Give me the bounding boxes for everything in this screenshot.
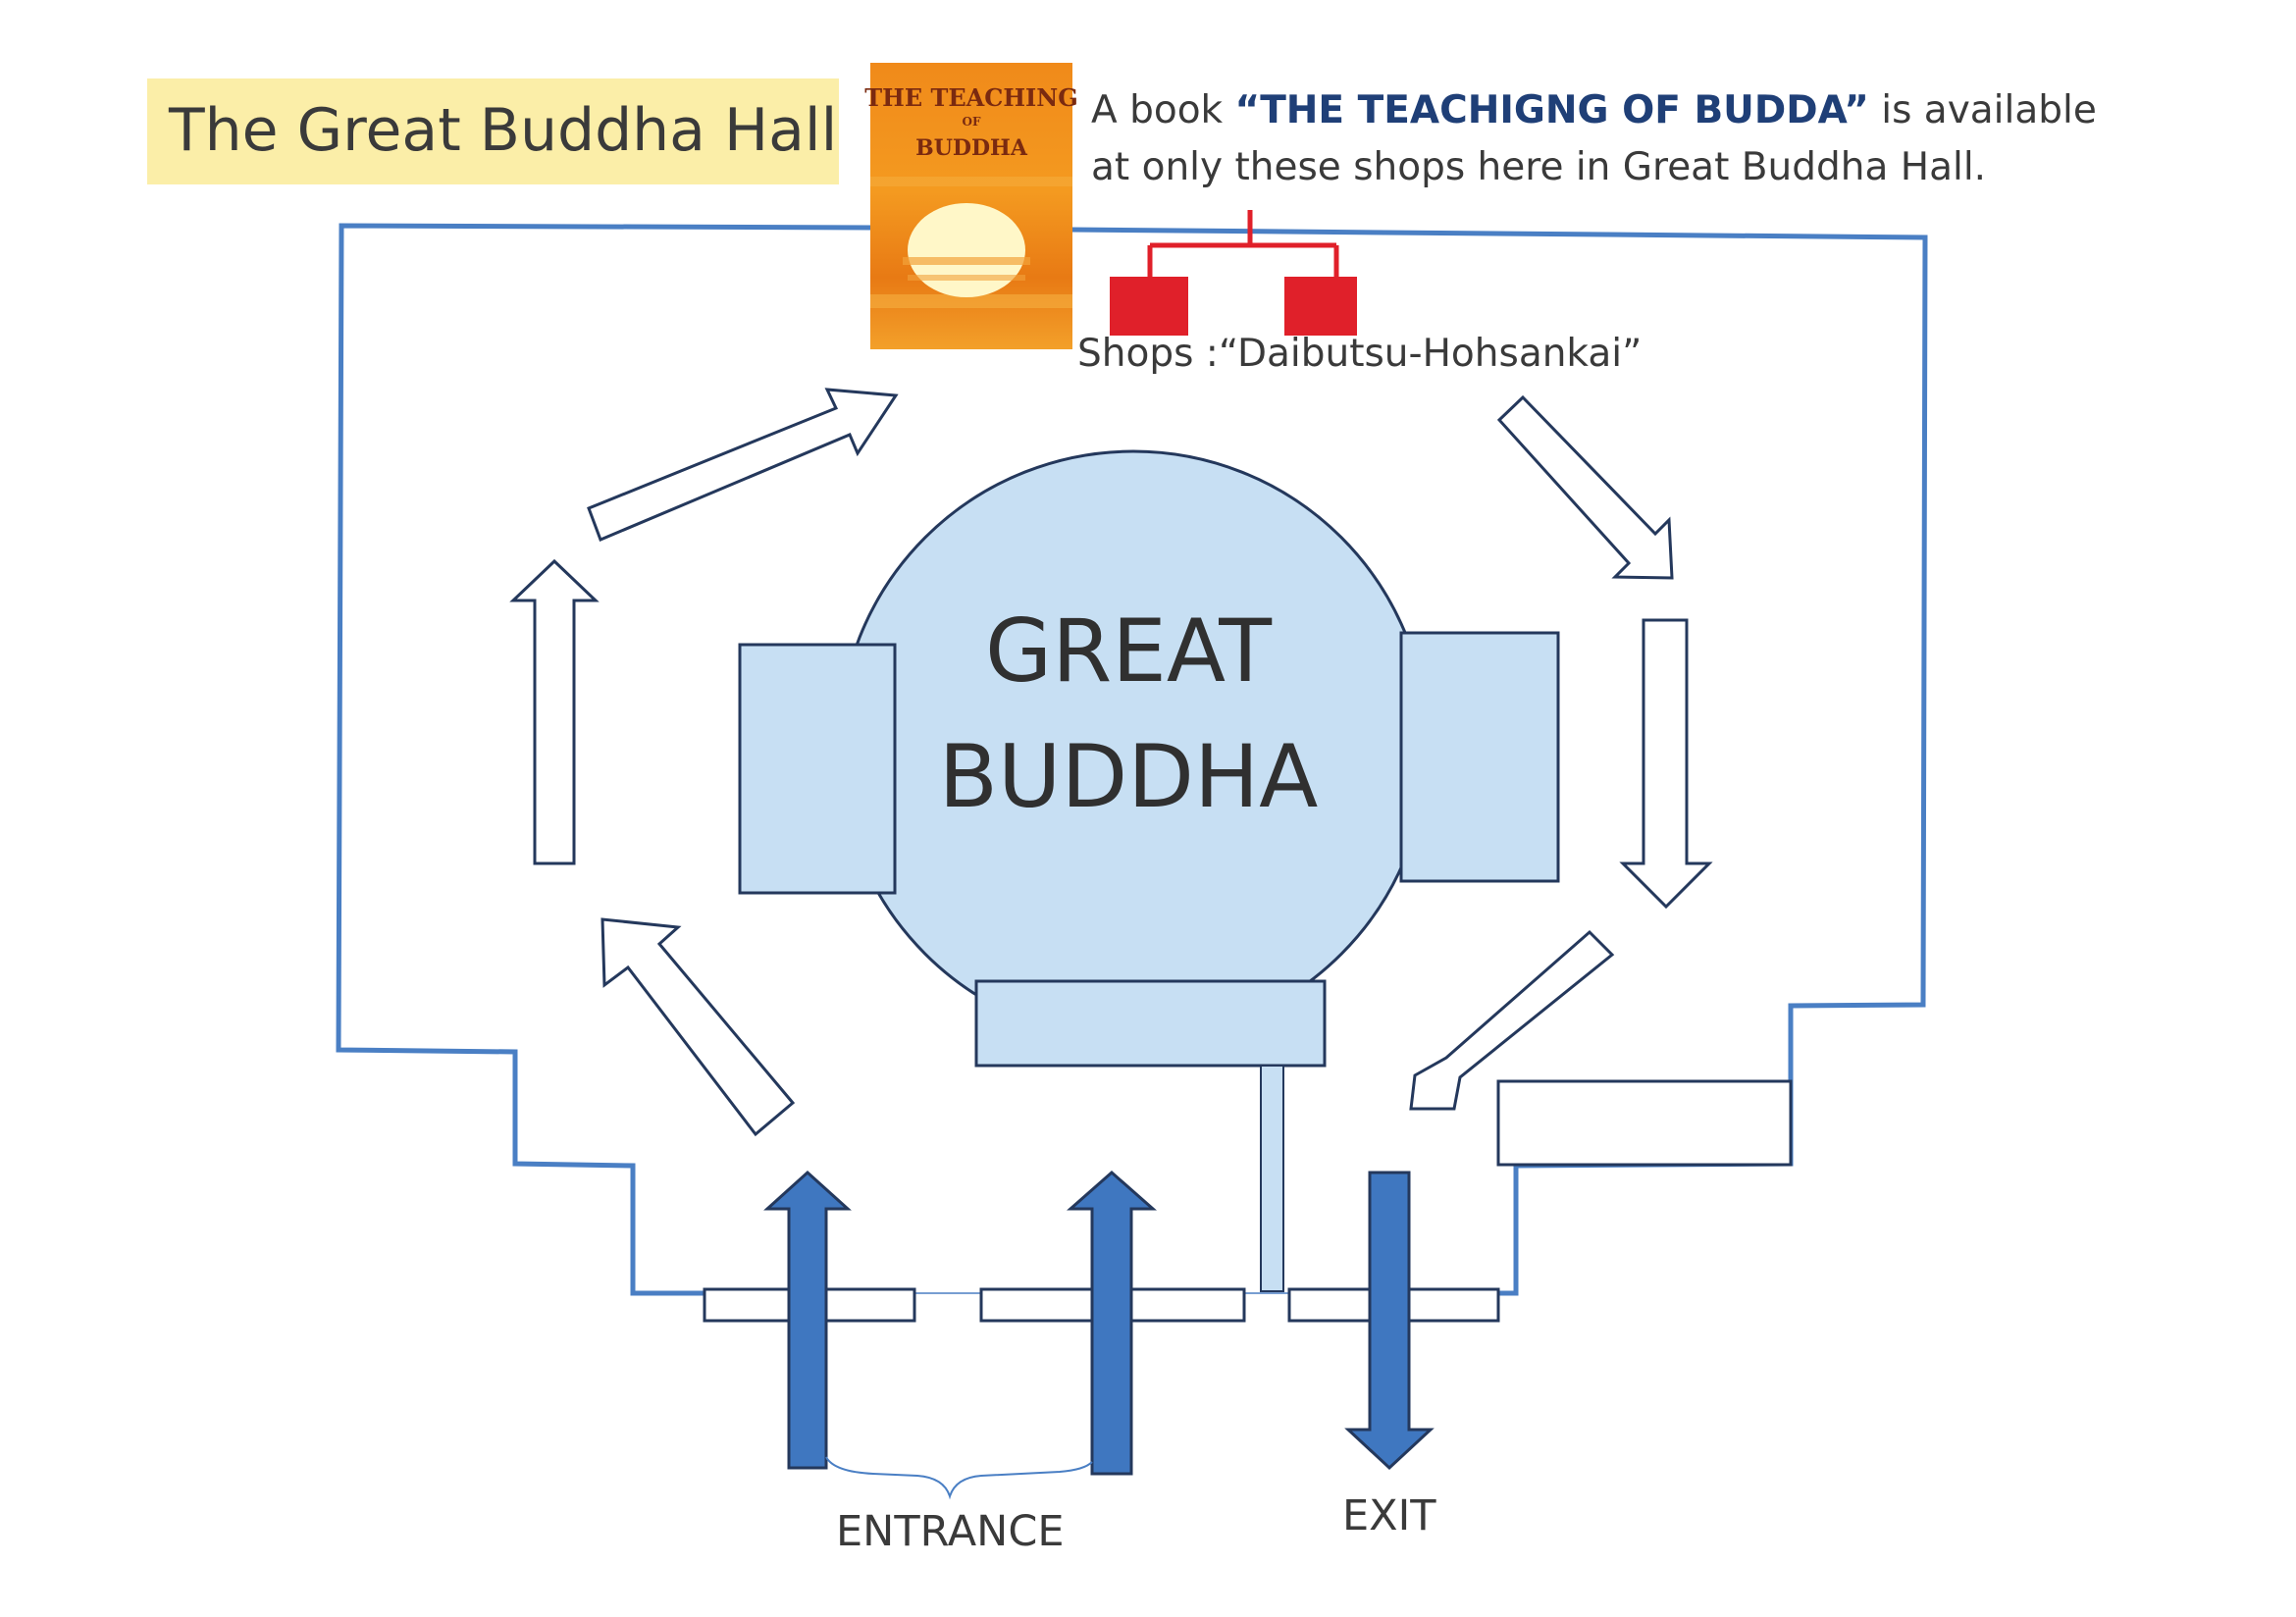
- left-side-block: [738, 643, 897, 895]
- note-line-2: at only these shops here in Great Buddha…: [1091, 145, 1987, 189]
- book-cover-title-line3: BUDDHA: [915, 135, 1028, 161]
- flow-arrow-down: [1619, 618, 1713, 910]
- shops-connector: [1147, 210, 1339, 281]
- book-name: THE TEACHIGNG OF BUDDA: [1260, 88, 1845, 132]
- book-availability-note: A book “THE TEACHIGNG OF BUDDA” is avail…: [1091, 82, 2097, 196]
- shop-left: [1110, 277, 1188, 336]
- book-cover-title-line2: OF: [963, 115, 981, 129]
- great-buddha-label-line1: GREAT: [984, 600, 1273, 702]
- flow-arrow-up-left: [509, 558, 600, 865]
- entrance-brace: [825, 1456, 1093, 1500]
- shops-label: Shops :“Daibutsu-Hohsankai”: [1077, 332, 1643, 376]
- entrance-arrow-left: [763, 1170, 852, 1470]
- hall-wall: [336, 223, 874, 1296]
- flow-arrow-up-right: [587, 388, 899, 542]
- front-platform: [974, 979, 1327, 1068]
- book-cover-title-line1: THE TEACHING: [864, 83, 1077, 112]
- note-prefix: A book: [1091, 88, 1235, 132]
- exit-label: EXIT: [1342, 1491, 1436, 1540]
- right-side-block: [1399, 631, 1560, 883]
- entrance-arrow-right: [1067, 1171, 1157, 1476]
- note-suffix: is available: [1868, 88, 2097, 132]
- page-title: The Great Buddha Hall: [169, 96, 838, 165]
- note-line-1: A book “THE TEACHIGNG OF BUDDA” is avail…: [1091, 82, 2097, 139]
- great-buddha-label: GREAT BUDDHA: [883, 589, 1374, 840]
- shop-right: [1284, 277, 1357, 336]
- flow-arrow-up-from-entrance: [600, 917, 796, 1137]
- title-box: [147, 78, 839, 184]
- front-post: [1260, 1065, 1284, 1292]
- exit-arrow: [1344, 1171, 1435, 1471]
- great-buddha-label-line2: BUDDHA: [938, 726, 1319, 827]
- entrance-label: ENTRANCE: [836, 1507, 1065, 1556]
- note-open-quote: “: [1234, 88, 1261, 132]
- right-low-block: [1496, 1079, 1793, 1167]
- flow-arrow-down-right: [1496, 394, 1674, 580]
- note-close-quote: ”: [1844, 88, 1869, 132]
- flow-arrow-down-left: [1409, 929, 1615, 1111]
- book-cover-image: THE TEACHING OF BUDDHA: [864, 63, 1078, 349]
